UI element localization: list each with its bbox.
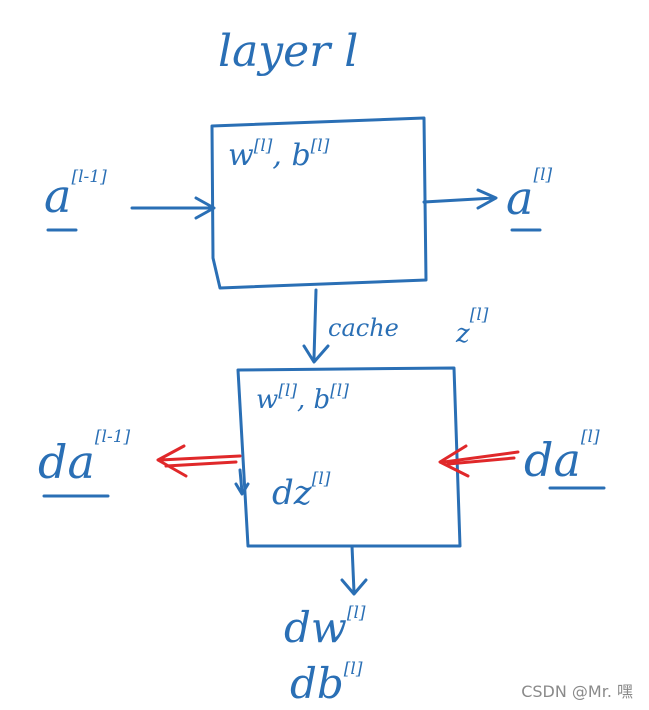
backward-input-arrow-stroke2: [446, 456, 516, 466]
forward-input-arrow: [130, 196, 216, 220]
backward-output-arrow-stroke2: [164, 460, 238, 468]
backward-w: w: [256, 385, 278, 415]
backward-dz-sup: [l]: [312, 469, 331, 489]
backward-inner-tick: [234, 468, 250, 496]
cache-label: cache: [328, 314, 399, 342]
forward-b: , b: [272, 138, 310, 173]
backward-output-arrow: [156, 444, 242, 478]
gradient-db: db[l]: [290, 659, 363, 708]
forward-output-sup: [l]: [533, 165, 552, 185]
forward-w: w: [228, 138, 254, 173]
forward-b-sup: [l]: [311, 136, 330, 156]
backward-dz: dz[l]: [272, 469, 331, 513]
backward-input-arrow: [438, 444, 520, 478]
cache-z-sup: [l]: [470, 305, 489, 325]
gradient-db-sup: [l]: [344, 659, 363, 679]
forward-w-sup: [l]: [254, 136, 273, 156]
title: layer l: [218, 26, 358, 77]
backward-input: da[l]: [524, 427, 600, 487]
forward-input: a[l-1]: [44, 167, 107, 223]
backward-b-sup: [l]: [330, 381, 349, 401]
gradient-dw-main: dw: [284, 603, 347, 652]
gradient-dw-sup: [l]: [347, 603, 366, 623]
forward-block: [210, 116, 428, 290]
backward-output-sup: [l-1]: [95, 427, 131, 447]
cache-z-main: z: [455, 319, 470, 349]
cache-arrow: [302, 288, 330, 364]
watermark: CSDN @Mr. 嘿: [521, 682, 633, 701]
gradients-arrow: [340, 544, 368, 596]
forward-params: w[l], b[l]: [228, 136, 330, 173]
gradient-db-main: db: [290, 659, 344, 708]
forward-output-main: a: [506, 171, 533, 225]
forward-input-main: a: [44, 169, 71, 223]
forward-output: a[l]: [506, 165, 553, 225]
backward-dz-main: dz: [272, 473, 313, 513]
backward-input-sup: [l]: [581, 427, 600, 447]
backward-output-main: da: [38, 435, 95, 489]
forward-input-sup: [l-1]: [71, 167, 107, 187]
backward-params: w[l], b[l]: [256, 381, 349, 415]
forward-output-arrow: [422, 188, 498, 210]
backward-input-main: da: [524, 433, 581, 487]
backward-w-sup: [l]: [278, 381, 297, 401]
backward-output: da[l-1]: [38, 427, 131, 489]
backward-b: , b: [297, 385, 330, 415]
cache-z: z[l]: [455, 305, 489, 349]
gradient-dw: dw[l]: [284, 603, 366, 652]
